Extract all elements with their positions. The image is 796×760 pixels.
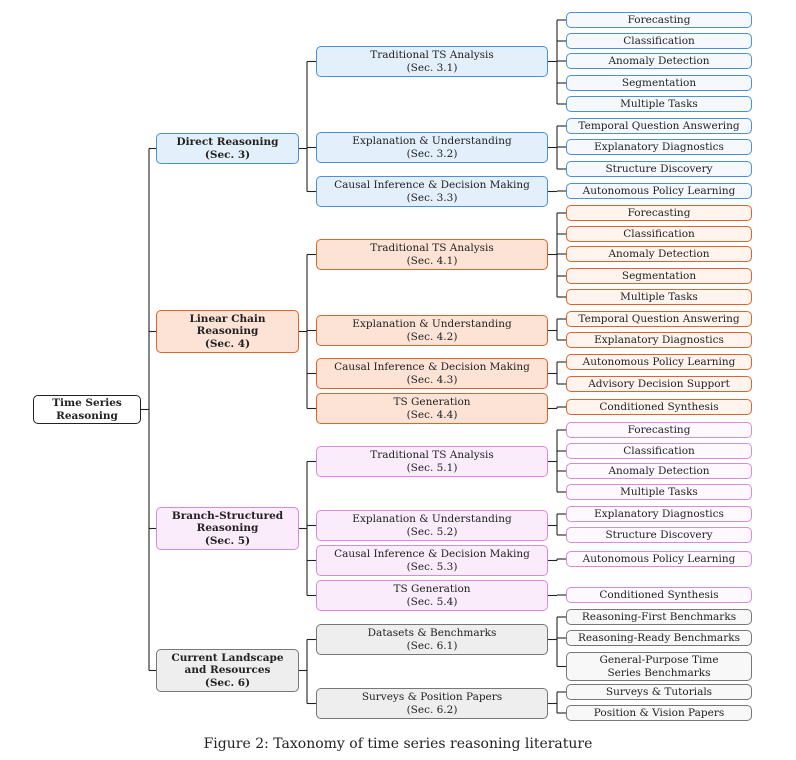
category-node: Direct Reasoning (Sec. 3) [156, 133, 299, 164]
figure-caption: Figure 2: Taxonomy of time series reason… [203, 736, 593, 752]
leaf-node: Multiple Tasks [566, 289, 752, 305]
leaf-node: Structure Discovery [566, 527, 752, 543]
leaf-node: Structure Discovery [566, 161, 752, 177]
subcategory-node: Traditional TS Analysis (Sec. 4.1) [316, 239, 548, 270]
leaf-node: Segmentation [566, 75, 752, 91]
subcategory-node: Surveys & Position Papers (Sec. 6.2) [316, 688, 548, 719]
leaf-node: Segmentation [566, 268, 752, 284]
leaf-node: Autonomous Policy Learning [566, 551, 752, 567]
leaf-node: Conditioned Synthesis [566, 399, 752, 415]
subcategory-node: Datasets & Benchmarks (Sec. 6.1) [316, 624, 548, 655]
leaf-node: Classification [566, 226, 752, 242]
subcategory-node: Causal Inference & Decision Making (Sec.… [316, 545, 548, 576]
leaf-node: Forecasting [566, 205, 752, 221]
leaf-node: Explanatory Diagnostics [566, 506, 752, 522]
leaf-node: Explanatory Diagnostics [566, 332, 752, 348]
leaf-node: Surveys & Tutorials [566, 684, 752, 700]
leaf-node: Anomaly Detection [566, 53, 752, 69]
leaf-node: Temporal Question Answering [566, 311, 752, 327]
subcategory-node: Explanation & Understanding (Sec. 5.2) [316, 510, 548, 541]
leaf-node: Conditioned Synthesis [566, 587, 752, 603]
category-node: Branch-Structured Reasoning (Sec. 5) [156, 507, 299, 550]
leaf-node: Temporal Question Answering [566, 118, 752, 134]
leaf-node: Advisory Decision Support [566, 376, 752, 392]
leaf-node: Classification [566, 443, 752, 459]
leaf-node: Reasoning-Ready Benchmarks [566, 630, 752, 646]
leaf-node: Autonomous Policy Learning [566, 183, 752, 199]
leaf-node: Position & Vision Papers [566, 705, 752, 721]
leaf-node: Anomaly Detection [566, 463, 752, 479]
category-node: Current Landscape and Resources (Sec. 6) [156, 649, 299, 692]
subcategory-node: Explanation & Understanding (Sec. 3.2) [316, 132, 548, 163]
leaf-node: Explanatory Diagnostics [566, 139, 752, 155]
leaf-node: Multiple Tasks [566, 96, 752, 112]
leaf-node: Forecasting [566, 12, 752, 28]
leaf-node: General-Purpose Time Series Benchmarks [566, 652, 752, 681]
subcategory-node: Causal Inference & Decision Making (Sec.… [316, 358, 548, 389]
subcategory-node: TS Generation (Sec. 4.4) [316, 393, 548, 424]
subcategory-node: Traditional TS Analysis (Sec. 5.1) [316, 446, 548, 477]
subcategory-node: Traditional TS Analysis (Sec. 3.1) [316, 46, 548, 77]
leaf-node: Autonomous Policy Learning [566, 354, 752, 370]
leaf-node: Reasoning-First Benchmarks [566, 609, 752, 625]
subcategory-node: Causal Inference & Decision Making (Sec.… [316, 176, 548, 207]
leaf-node: Classification [566, 33, 752, 49]
leaf-node: Multiple Tasks [566, 484, 752, 500]
subcategory-node: Explanation & Understanding (Sec. 4.2) [316, 315, 548, 346]
category-node: Linear Chain Reasoning (Sec. 4) [156, 310, 299, 353]
root-node: Time Series Reasoning [33, 395, 141, 424]
leaf-node: Anomaly Detection [566, 246, 752, 262]
subcategory-node: TS Generation (Sec. 5.4) [316, 580, 548, 611]
leaf-node: Forecasting [566, 422, 752, 438]
